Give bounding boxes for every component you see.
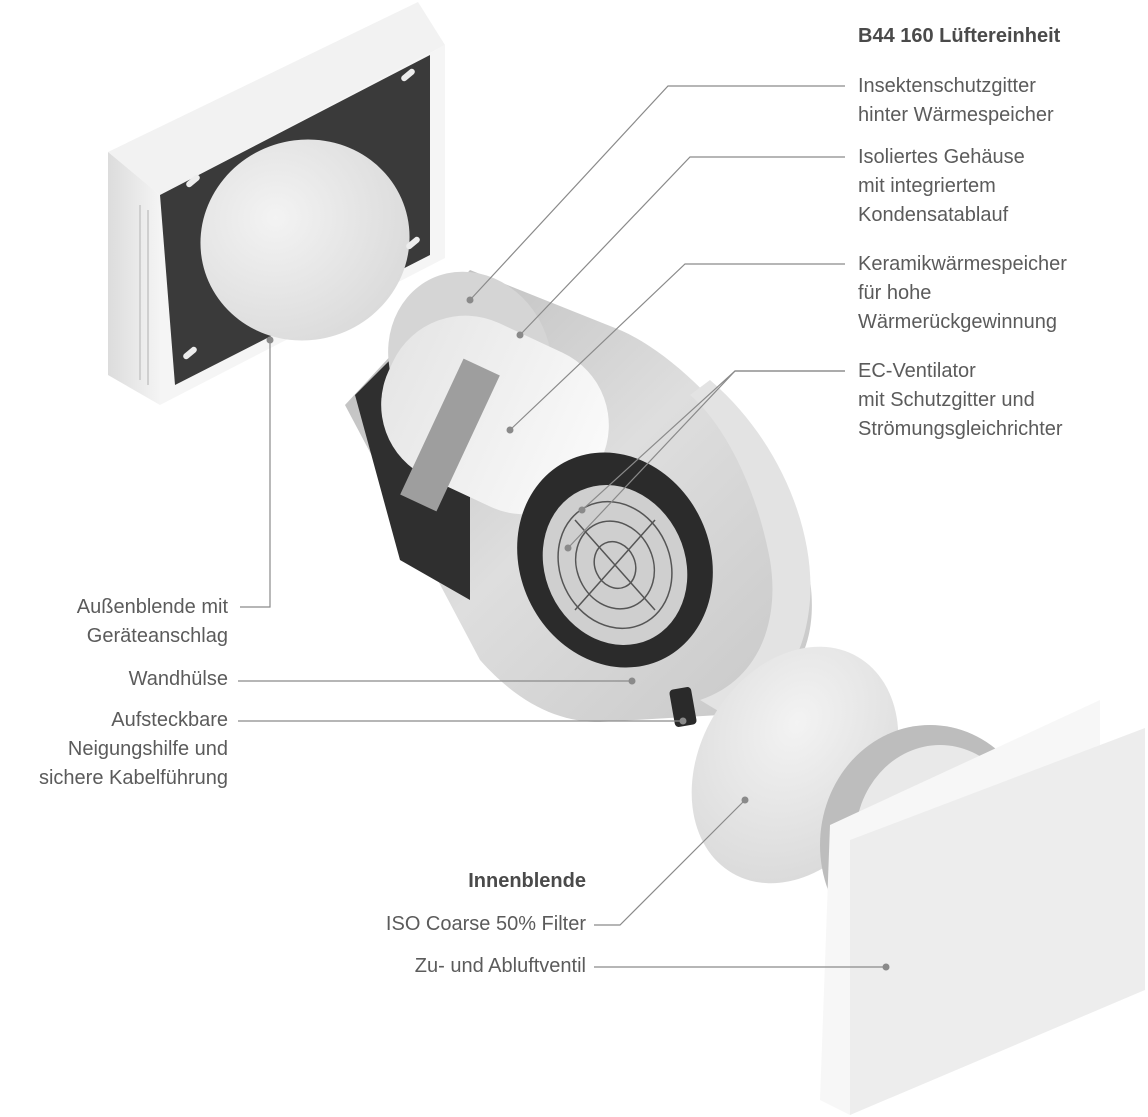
- leader-lines: [238, 85, 886, 968]
- label-ec-fan: EC-Ventilator mit Schutzgitter und Ström…: [858, 357, 1063, 444]
- label-line: Keramikwärmespeicher: [858, 253, 1067, 275]
- leader-dots: [266, 296, 890, 971]
- label-line: Neigungshilfe und: [67, 738, 228, 760]
- label-line: mit Schutzgitter und: [858, 389, 1035, 411]
- label-line: Außenblende mit: [76, 596, 228, 618]
- label-line: sichere Kabelführung: [38, 767, 228, 789]
- label-line: hinter Wärmespeicher: [858, 104, 1054, 126]
- label-valve: Zu- und Abluftventil: [415, 952, 586, 981]
- label-line: Kondensatablauf: [858, 204, 1009, 226]
- label-filter: ISO Coarse 50% Filter: [386, 910, 586, 939]
- label-line: Wandhülse: [128, 668, 228, 690]
- label-insect-screen: Insektenschutzgitter hinter Wärmespeiche…: [858, 72, 1054, 130]
- label-insulated-housing: Isoliertes Gehäuse mit integriertem Kond…: [858, 143, 1025, 230]
- label-line: Aufsteckbare: [111, 709, 228, 731]
- label-line: Insektenschutzgitter: [858, 75, 1036, 97]
- label-line: Geräteanschlag: [86, 625, 228, 647]
- label-tilt-aid: Aufsteckbare Neigungshilfe und sichere K…: [39, 706, 228, 793]
- label-line: EC-Ventilator: [858, 360, 976, 382]
- wall-sleeve: [345, 270, 812, 727]
- label-ceramic-storage: Keramikwärmespeicher für hohe Wärmerückg…: [858, 250, 1067, 337]
- label-line: Zu- und Abluftventil: [414, 955, 586, 977]
- label-outer-cover: Außenblende mit Geräteanschlag: [77, 593, 228, 651]
- label-line: ISO Coarse 50% Filter: [385, 913, 586, 935]
- outer-cover: [108, 2, 445, 405]
- inner-cover: [820, 700, 1145, 1115]
- label-line: für hohe: [858, 282, 932, 304]
- diagram-title: B44 160 Lüftereinheit: [858, 25, 1061, 47]
- label-line: mit integriertem: [858, 175, 996, 197]
- label-wall-sleeve: Wandhülse: [129, 665, 228, 694]
- label-line: Wärmerückgewinnung: [858, 311, 1057, 333]
- label-line: Isoliertes Gehäuse: [858, 146, 1025, 168]
- label-line: Strömungsgleichrichter: [858, 418, 1063, 440]
- inner-cover-title: Innenblende: [468, 870, 586, 892]
